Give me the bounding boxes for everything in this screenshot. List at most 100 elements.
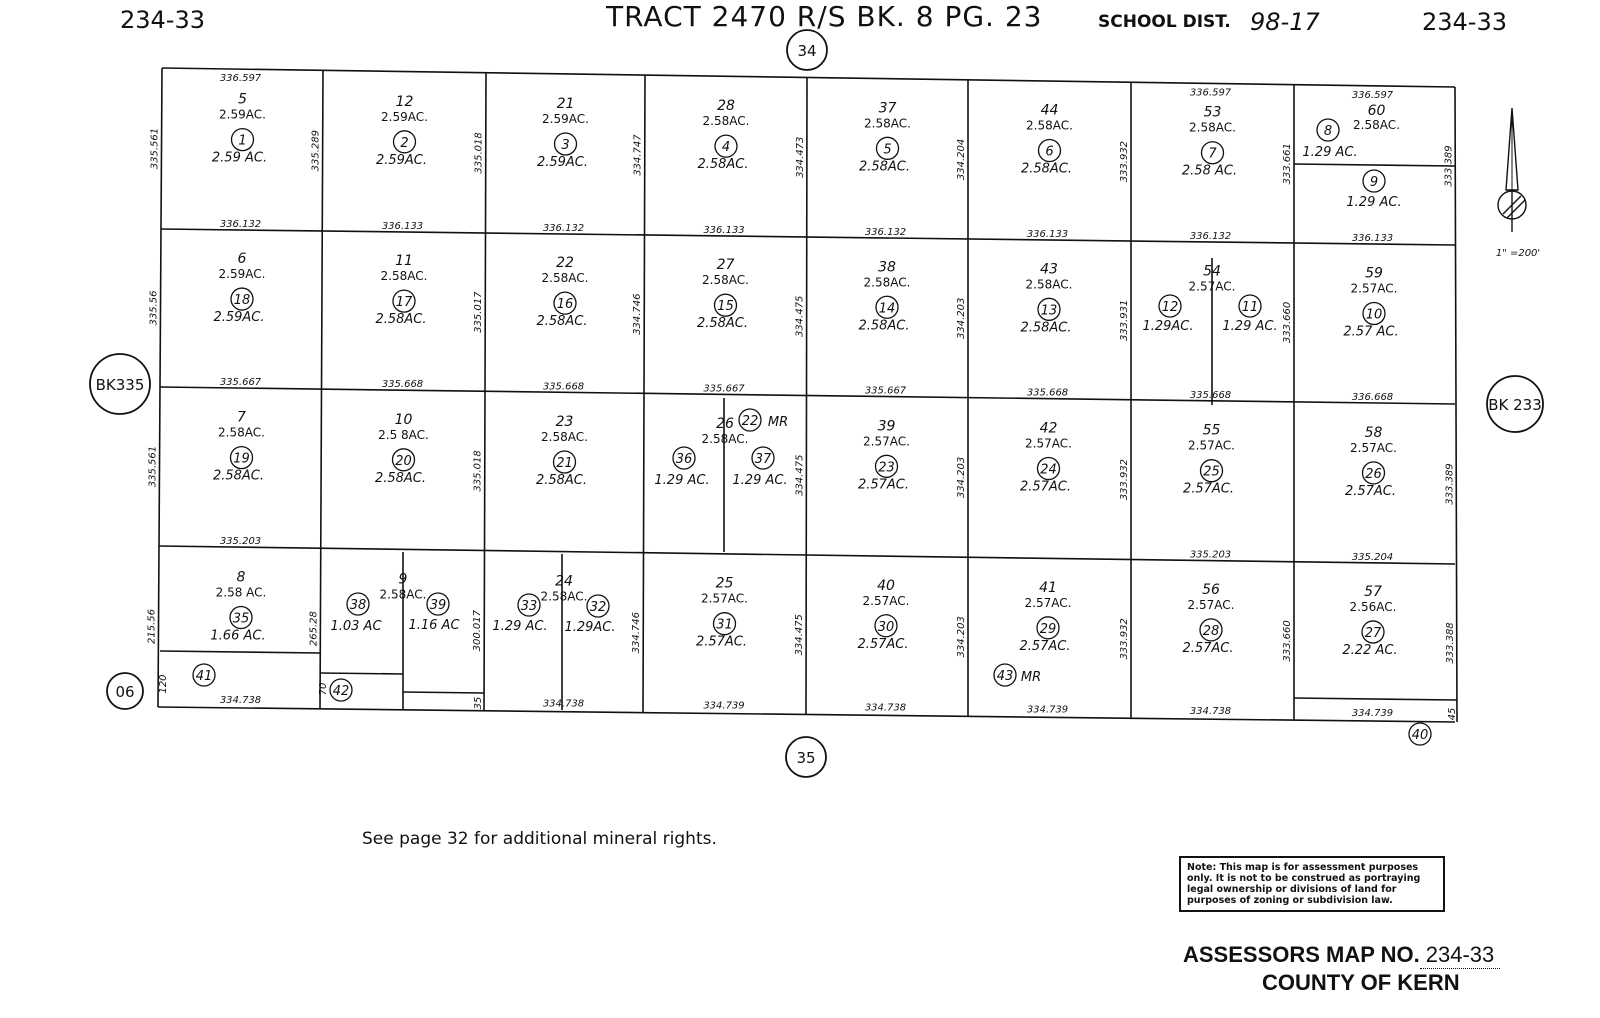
parcel-acreage: 2.57 AC. [1343, 324, 1398, 339]
parcel-circle[interactable] [230, 127, 255, 152]
dimension-label: 336.597 [220, 73, 262, 84]
dimension-label: 334.475 [794, 455, 805, 496]
parcel-acreage: 2.58AC. [213, 469, 264, 484]
sub-parcel-circle[interactable] [1408, 722, 1432, 746]
parcel-circle[interactable] [552, 450, 577, 474]
assessment-note: Note: This map is for assessment purpose… [1179, 856, 1445, 912]
parcel-acreage: 2.58 AC. [1182, 164, 1237, 179]
sub-parcel-circle[interactable] [517, 593, 541, 617]
parcel-acreage: 2.59 AC. [212, 151, 267, 166]
parcel-circle[interactable] [392, 289, 416, 313]
lot-acreage: 2.58AC. [864, 275, 911, 289]
sub-parcel-circle[interactable] [426, 592, 450, 616]
dimension-label: 333.389 [1444, 463, 1455, 504]
parcel-acreage: 2.58AC. [375, 471, 426, 486]
parcel-circle[interactable] [874, 614, 898, 638]
lot-number: 5 [238, 92, 247, 108]
parcel-acreage: 2.57AC. [1020, 480, 1071, 495]
sub-parcel-circle[interactable] [329, 678, 353, 702]
parcel-acreage: 2.57AC. [1019, 639, 1070, 654]
parcel-number: 40 [1412, 728, 1429, 743]
row-line [161, 67, 1456, 88]
adjacent-map-bottom-left[interactable]: 06 [106, 672, 144, 710]
parcel-circle[interactable] [1362, 301, 1386, 326]
lot-number: 8 [237, 570, 246, 586]
parcel-number: 2 [400, 136, 408, 151]
column-line [483, 72, 487, 711]
sub-parcel-circle[interactable] [738, 408, 762, 432]
parcel-circle[interactable] [229, 605, 253, 630]
parcel-circle[interactable] [230, 287, 254, 311]
lot-acreage: 2.57AC. [1188, 439, 1235, 453]
lot-number: 41 [1039, 580, 1057, 596]
parcel-circle[interactable] [713, 293, 738, 317]
parcel-circle[interactable] [1036, 616, 1060, 640]
sub-parcel-circle[interactable] [586, 594, 610, 618]
sub-parcel-circle[interactable] [751, 446, 775, 470]
parcel-number: 28 [1203, 624, 1220, 639]
adjacent-map-bottom[interactable]: 35 [785, 736, 827, 778]
lot-number: 40 [877, 578, 895, 594]
parcel-circle[interactable] [392, 130, 417, 154]
parcel-number: 26 [1365, 467, 1382, 482]
lot-acreage: 2.58AC. [1026, 277, 1073, 291]
dimension-label: 335.668 [1027, 388, 1068, 399]
row-line [160, 228, 1456, 246]
sub-parcel-circle[interactable] [346, 592, 370, 616]
parcel-circle[interactable] [229, 445, 254, 470]
sub-parcel-line [402, 691, 485, 694]
lot-acreage: 2.58AC. [542, 271, 589, 285]
adjacent-book-left[interactable]: BK335 [89, 353, 151, 415]
sub-parcel-circle[interactable] [672, 446, 696, 470]
parcel-acreage: 2.57AC. [1183, 482, 1234, 497]
lot-number: 42 [1040, 421, 1058, 437]
parcel-circle[interactable] [712, 612, 737, 636]
parcel-circle[interactable] [1316, 118, 1340, 142]
parcel-circle[interactable] [553, 132, 578, 156]
parcel-circle[interactable] [874, 454, 899, 478]
sub-parcel-circle[interactable] [1238, 294, 1262, 318]
dimension-label: 336.133 [1027, 229, 1068, 240]
dimension-label: 335.203 [1190, 550, 1231, 561]
dimension-label: 333.389 [1443, 145, 1454, 186]
lot-acreage: 2.57AC. [1025, 437, 1072, 451]
parcel-circle[interactable] [1037, 138, 1062, 163]
parcel-number: 36 [676, 452, 693, 467]
sub-parcel-acreage: 1.29AC. [1142, 319, 1193, 334]
parcel-circle[interactable] [1361, 620, 1385, 644]
parcel-circle[interactable] [1037, 297, 1061, 321]
parcel-circle[interactable] [1199, 618, 1223, 642]
parcel-circle[interactable] [875, 136, 900, 160]
adjacent-map-top[interactable]: 34 [786, 29, 828, 71]
parcel-number: 16 [557, 297, 574, 312]
parcel-circle[interactable] [391, 448, 416, 472]
svg-text:35: 35 [796, 749, 815, 767]
svg-text:06: 06 [115, 683, 134, 701]
sub-parcel-circle[interactable] [1362, 169, 1386, 193]
sub-parcel-circle[interactable] [192, 663, 216, 687]
parcel-circle[interactable] [875, 295, 899, 319]
lot-number: 38 [878, 259, 896, 275]
parcel-circle[interactable] [553, 291, 577, 315]
adjacent-book-right[interactable]: BK 233 [1486, 375, 1544, 433]
parcel-circle[interactable] [714, 134, 738, 158]
sub-parcel-circle[interactable] [993, 663, 1017, 687]
dimension-label: 335.56 [149, 291, 160, 326]
parcel-number: 6 [1045, 145, 1053, 160]
lot-number: 12 [396, 94, 414, 110]
parcel-acreage: 2.58AC. [1020, 320, 1071, 335]
parcel-number: 14 [879, 301, 896, 316]
parcel-acreage: 2.57AC. [857, 637, 908, 652]
dimension-label: 70 [318, 683, 329, 696]
parcel-circle[interactable] [1200, 141, 1225, 165]
parcel-circle[interactable] [1036, 456, 1061, 481]
dimension-label: 333.931 [1119, 300, 1130, 341]
sub-parcel-circle[interactable] [1158, 294, 1182, 318]
parcel-number: 22 [742, 414, 759, 429]
dimension-label: 336.132 [543, 223, 584, 234]
parcel-acreage: 2.58AC. [536, 473, 587, 488]
parcel-circle[interactable] [1361, 461, 1386, 485]
parcel-circle[interactable] [1199, 459, 1224, 483]
lot-acreage: 2.58AC. [541, 430, 588, 444]
